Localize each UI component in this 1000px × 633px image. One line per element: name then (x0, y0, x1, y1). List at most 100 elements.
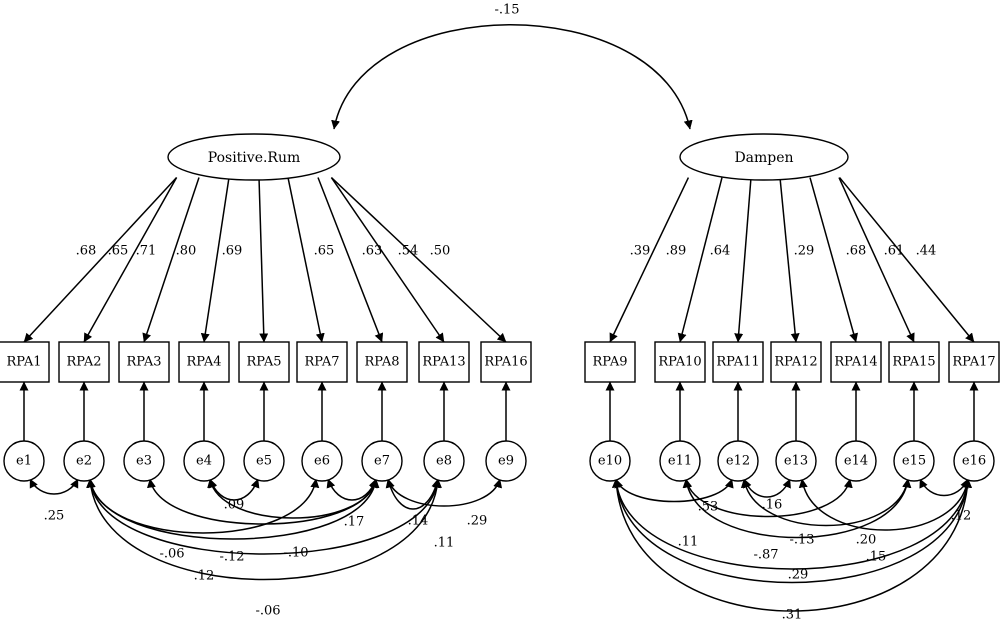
error-label-e7: e7 (374, 454, 390, 469)
indicator-box-RPA7 (296, 341, 348, 383)
loading-label-RPA4: .80 (176, 244, 197, 259)
error-covariance-label-e15-e16: .12 (951, 509, 972, 524)
error-covariance-arrow-e10-e16 (612, 478, 972, 570)
indicator-box-RPA4 (178, 341, 230, 383)
error-term-e8 (423, 440, 465, 482)
indicator-box-RPA15 (888, 341, 940, 383)
loading-arrow-RPA12 (779, 177, 800, 343)
loading-label-RPA2: .65 (108, 244, 129, 259)
error-label-e8: e8 (436, 454, 452, 469)
loading-label-RPA10: .89 (666, 244, 687, 259)
error-label-e3: e3 (136, 454, 152, 469)
error-term-e16 (953, 440, 995, 482)
indicator-label-RPA4: RPA4 (186, 355, 221, 370)
error-covariance-arrow-e10-e12 (614, 478, 734, 503)
loading-label-RPA12: .29 (794, 244, 815, 259)
loading-arrow-RPA2 (83, 177, 178, 343)
indicator-box-RPA2 (58, 341, 110, 383)
indicator-box-RPA17 (948, 341, 1000, 383)
error-covariance-label-e4-e7: .17 (344, 515, 365, 530)
loading-arrow-RPA8 (317, 177, 384, 343)
indicator-label-RPA12: RPA12 (774, 355, 817, 370)
error-label-e4: e4 (196, 454, 212, 469)
error-label-e11: e11 (668, 454, 692, 469)
loading-arrow-RPA4 (200, 177, 230, 343)
indicator-box-RPA12 (770, 341, 822, 383)
error-covariance-arrow-e12-e15 (740, 478, 912, 527)
indicator-label-RPA17: RPA17 (952, 355, 995, 370)
error-term-e4 (183, 440, 225, 482)
loading-label-RPA13: .54 (398, 244, 419, 259)
error-covariance-arrow-e11-e15 (682, 478, 912, 539)
loading-label-RPA3: .71 (136, 244, 157, 259)
error-covariance-label-e2-e8: .12 (194, 569, 215, 584)
edges-layer (19, 24, 979, 612)
loading-label-RPA15: .61 (884, 244, 905, 259)
error-covariance-arrow-e13-e16 (798, 478, 972, 531)
indicator-label-RPA14: RPA14 (834, 355, 877, 370)
latent-damp (679, 133, 849, 181)
error-covariance-label-e12-e13: .16 (762, 498, 783, 513)
error-covariance-label-e11-e14: -.13 (789, 533, 814, 548)
indicator-box-RPA10 (654, 341, 706, 383)
error-term-e6 (301, 440, 343, 482)
loading-arrow-RPA10 (677, 177, 723, 343)
loading-arrow-RPA3 (142, 177, 200, 343)
indicator-box-RPA1 (0, 341, 50, 383)
loading-arrow-RPA13 (330, 177, 445, 343)
loading-label-RPA1: .68 (76, 244, 97, 259)
error-covariance-arrow-e4-e7 (207, 478, 379, 519)
loading-arrow-RPA16 (330, 176, 507, 343)
loading-arrow-RPA1 (23, 177, 178, 343)
indicator-label-RPA15: RPA15 (892, 355, 935, 370)
error-label-e13: e13 (784, 454, 808, 469)
indicator-label-RPA5: RPA5 (246, 355, 281, 370)
loading-label-RPA17: .44 (916, 244, 937, 259)
error-term-e3 (123, 440, 165, 482)
indicator-box-RPA13 (418, 341, 470, 383)
error-term-e15 (893, 440, 935, 482)
error-covariance-arrow-e3-e7 (146, 478, 380, 525)
error-covariance-label-e13-e16: .15 (866, 550, 887, 565)
loading-arrow-RPA15 (838, 177, 915, 343)
loading-label-RPA9: .39 (630, 244, 651, 259)
loading-arrow-RPA5 (258, 177, 269, 343)
error-covariance-arrow-e10-e16 (612, 478, 972, 584)
error-term-e2 (63, 440, 105, 482)
loading-label-RPA11: .64 (710, 244, 731, 259)
error-covariance-label-e10-e12: .53 (698, 500, 719, 515)
error-term-e13 (775, 440, 817, 482)
error-covariance-label-e2-e7: -.12 (219, 550, 244, 565)
loading-label-RPA8: .63 (362, 244, 383, 259)
error-covariance-label-e6-e7: .14 (408, 514, 429, 529)
error-covariance-label-e12-e15: .20 (856, 533, 877, 548)
error-term-e10 (589, 440, 631, 482)
loading-label-RPA5: .69 (222, 244, 243, 259)
error-covariance-label-e7-e8: .11 (434, 536, 455, 551)
error-term-e5 (243, 440, 285, 482)
error-label-e5: e5 (256, 454, 272, 469)
latent-covariance-arrow (331, 24, 693, 130)
indicator-label-RPA2: RPA2 (66, 355, 101, 370)
indicator-box-RPA11 (712, 341, 764, 383)
indicator-label-RPA13: RPA13 (422, 355, 465, 370)
loading-arrow-RPA9 (609, 177, 690, 343)
loading-arrow-RPA17 (839, 177, 975, 343)
indicator-label-RPA1: RPA1 (6, 355, 41, 370)
loading-label-RPA14: .68 (846, 244, 867, 259)
error-covariance-label-e10-e16: .29 (788, 568, 809, 583)
error-term-e14 (835, 440, 877, 482)
latent-label-pos: Positive.Rum (208, 150, 301, 166)
indicator-label-RPA8: RPA8 (364, 355, 399, 370)
error-covariance-label-e1-e2: .25 (44, 509, 65, 524)
error-term-e9 (485, 440, 527, 482)
indicator-box-RPA3 (118, 341, 170, 383)
nodes-layer (0, 133, 1000, 482)
indicator-box-RPA9 (584, 341, 636, 383)
indicator-label-RPA7: RPA7 (304, 355, 339, 370)
error-label-e16: e16 (962, 454, 986, 469)
loading-arrow-RPA14 (809, 177, 859, 343)
error-label-e2: e2 (76, 454, 92, 469)
error-label-e10: e10 (598, 454, 622, 469)
